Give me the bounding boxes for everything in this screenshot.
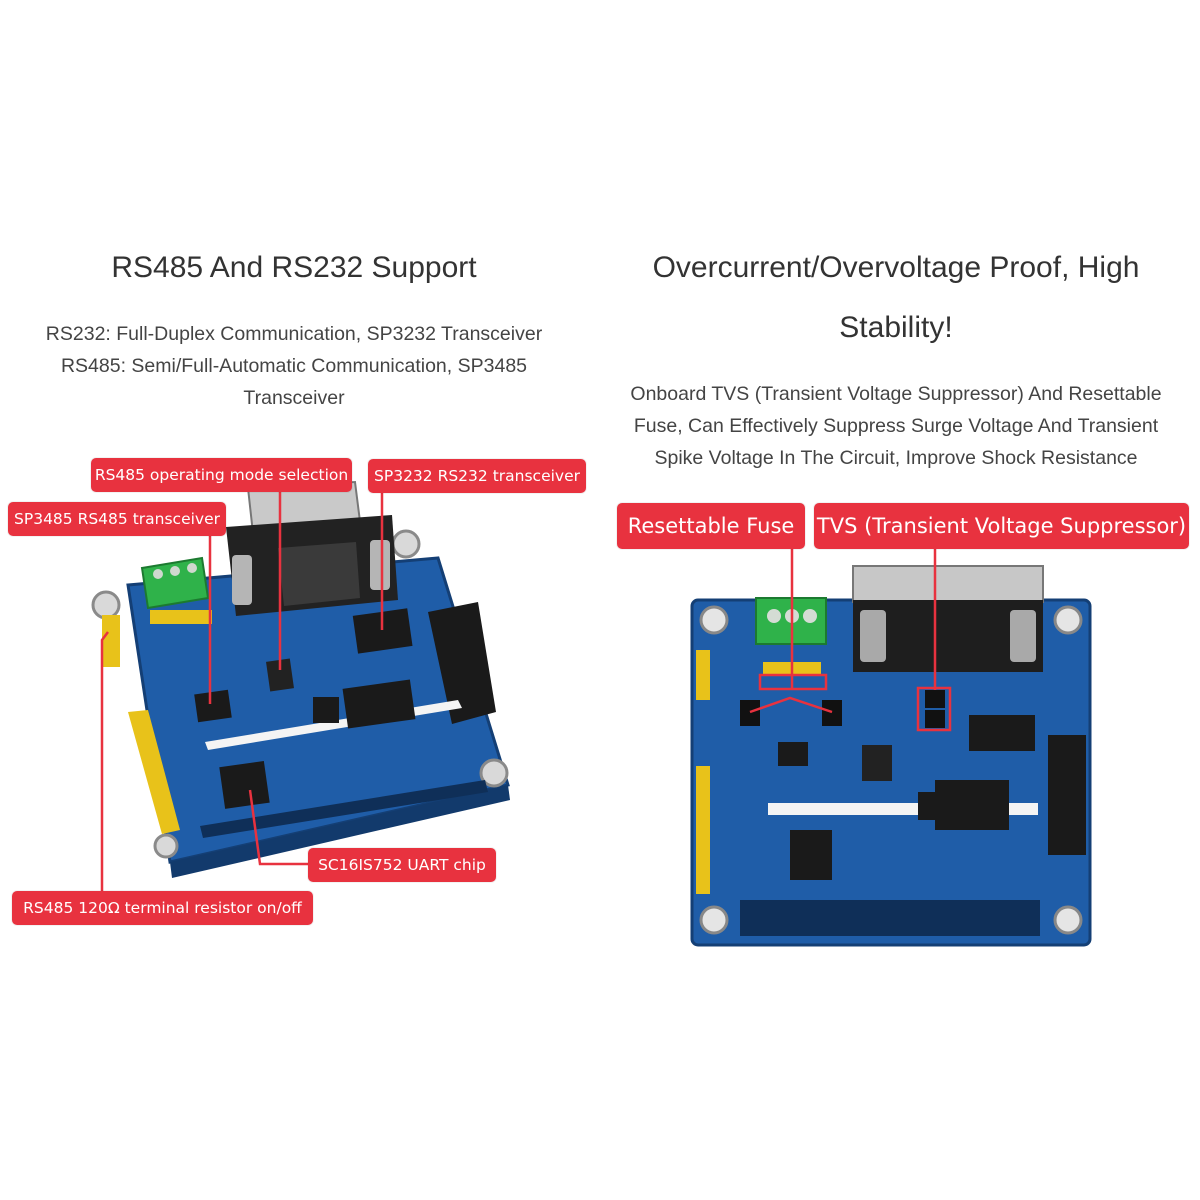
terminal-screw — [767, 609, 781, 623]
transceiver-chip — [342, 679, 416, 729]
left-feature-panel: RS485 And RS232 Support RS232: Full-Dupl… — [0, 251, 588, 925]
right-heading: Overcurrent/Overvoltage Proof, High Stab… — [600, 238, 1192, 358]
left-board-image — [91, 480, 510, 892]
mount-hole — [153, 833, 179, 859]
terminal-screw — [170, 566, 180, 576]
right-desc-line: Spike Voltage In The Circuit, Improve Sh… — [654, 447, 1138, 469]
right-description: Onboard TVS (Transient Voltage Suppresso… — [600, 378, 1192, 474]
spi-pin-header — [696, 766, 710, 894]
tvs-link — [749, 696, 833, 714]
mount-hole — [699, 905, 729, 935]
jumper-header — [102, 615, 120, 667]
tvs-highlight — [916, 686, 952, 732]
fuse-component — [313, 697, 339, 723]
callout-mode-selection: RS485 operating mode selection — [91, 458, 352, 492]
db9-screw — [232, 555, 252, 605]
gpio-pads — [200, 780, 488, 838]
mount-hole — [1053, 905, 1083, 935]
left-desc-line: Transceiver — [243, 387, 345, 409]
callout-uart-chip: SC16IS752 UART chip — [308, 848, 496, 882]
db9-screw — [370, 540, 390, 590]
sc16is752-chip — [219, 761, 270, 809]
mount-hole — [91, 590, 121, 620]
spi-pin-header — [128, 710, 180, 834]
callout-sp3485: SP3485 RS485 transceiver — [8, 502, 226, 536]
sc16is752-chip — [790, 830, 832, 880]
leader-resistor — [100, 631, 109, 892]
callout-terminal-resistor: RS485 120Ω terminal resistor on/off — [12, 891, 313, 925]
mount-hole — [391, 529, 421, 559]
mount-hole — [699, 605, 729, 635]
db9-screw — [860, 610, 886, 662]
left-heading: RS485 And RS232 Support — [111, 251, 477, 284]
left-description: RS232: Full-Duplex Communication, SP3232… — [0, 318, 588, 414]
callout-resettable-fuse: Resettable Fuse — [617, 503, 805, 549]
terminal-screw — [153, 569, 163, 579]
mode-switch — [862, 745, 892, 781]
right-desc-line: Fuse, Can Effectively Suppress Surge Vol… — [633, 415, 1159, 437]
right-feature-panel: Overcurrent/Overvoltage Proof, High Stab… — [600, 0, 1200, 1200]
right-heading-line: Stability! — [839, 311, 953, 344]
sp3485-chip — [194, 689, 232, 723]
callout-sp3232: SP3232 RS232 transceiver — [368, 459, 586, 493]
tvs-diode — [925, 690, 945, 708]
right-leader-lines — [749, 548, 952, 732]
transceiver-chip — [935, 780, 1009, 830]
right-desc-line: Onboard TVS (Transient Voltage Suppresso… — [630, 383, 1162, 405]
db9-port — [278, 542, 360, 606]
gpio-header — [428, 602, 496, 724]
mount-hole — [1053, 605, 1083, 635]
callout-tvs: TVS (Transient Voltage Suppressor) — [814, 503, 1189, 549]
tvs-diode — [925, 710, 945, 728]
left-desc-line: RS485: Semi/Full-Automatic Communication… — [60, 355, 528, 377]
terminal-screw — [803, 609, 817, 623]
sp3232-chip — [969, 715, 1035, 751]
right-board-image — [690, 548, 1092, 947]
terminal-block — [140, 556, 210, 610]
tvs-diode — [822, 700, 842, 726]
leader-uart — [248, 789, 308, 866]
sp3485-chip — [778, 742, 808, 766]
pin-header — [150, 610, 212, 624]
tvs-diode — [740, 700, 760, 726]
gpio-header — [1048, 735, 1086, 855]
terminal-screw — [187, 563, 197, 573]
jumper-header — [696, 650, 710, 700]
fuse-highlight — [758, 673, 828, 691]
db9-shell — [852, 565, 1044, 603]
mount-hole — [479, 758, 509, 788]
db9-screw — [1010, 610, 1036, 662]
fuse-component — [918, 792, 944, 820]
sp3232-chip — [352, 608, 413, 654]
mode-switch — [266, 658, 294, 692]
left-desc-line: RS232: Full-Duplex Communication, SP3232… — [45, 323, 543, 345]
gpio-pads — [740, 900, 1040, 936]
right-heading-line: Overcurrent/Overvoltage Proof, High — [652, 251, 1140, 284]
pcb-edge — [170, 785, 510, 878]
